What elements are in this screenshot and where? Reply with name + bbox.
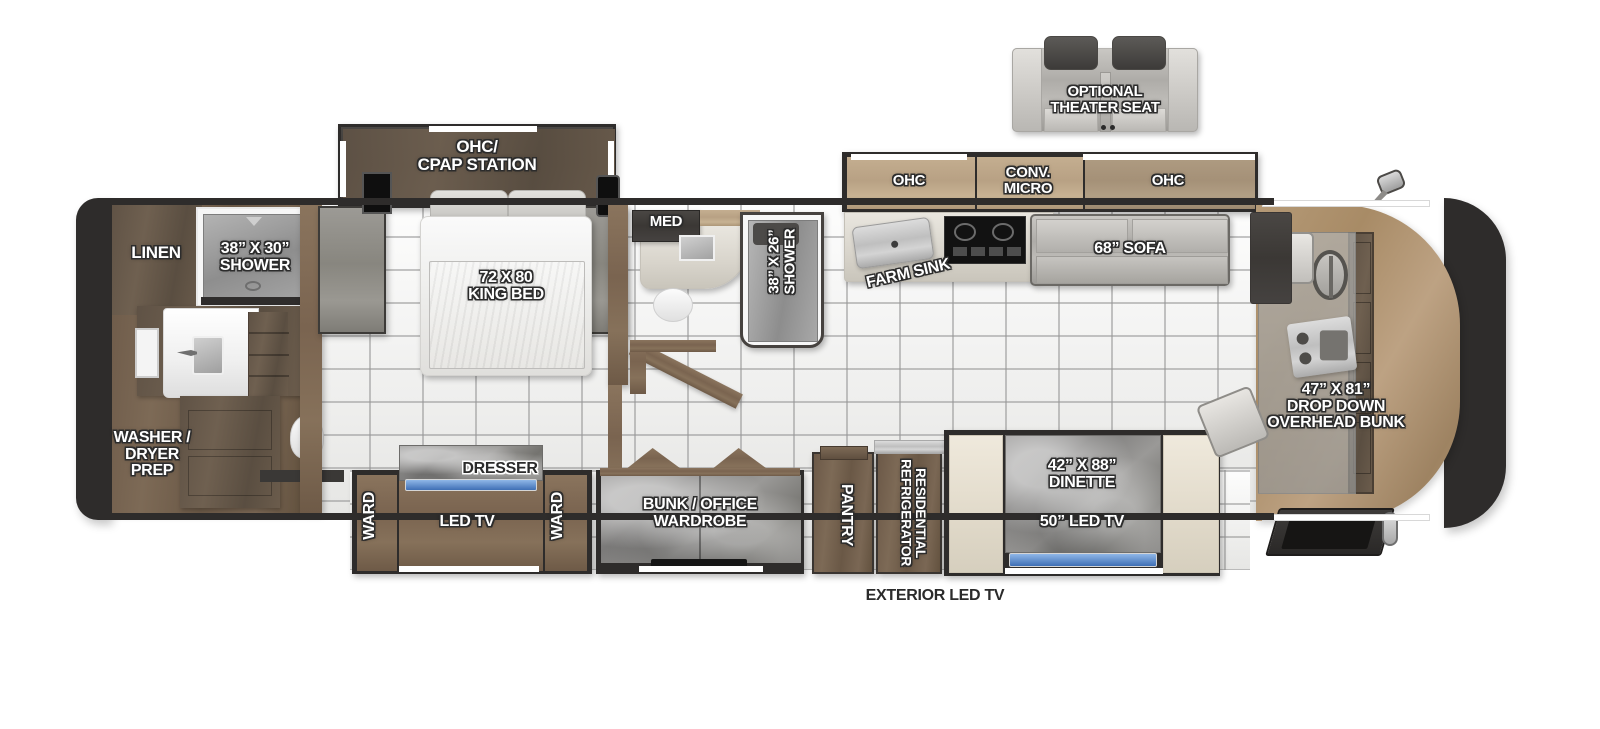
nightstand-left bbox=[318, 206, 386, 334]
vanity-faucet-icon bbox=[177, 350, 197, 356]
linen-cabinet bbox=[110, 205, 202, 315]
theater-seat-cushion-right bbox=[1112, 108, 1166, 132]
dinette-bench-left bbox=[949, 435, 1003, 573]
king-bed-coverlet bbox=[429, 261, 585, 369]
theater-seat-control-dot-right bbox=[1110, 125, 1115, 130]
lower-vanity-drawers bbox=[180, 396, 280, 508]
body-top-trim bbox=[104, 198, 1274, 205]
optional-theater-seat-inset: OPTIONAL THEATER SEAT bbox=[1000, 20, 1210, 132]
dinette-bottom-window bbox=[1005, 568, 1163, 574]
nightstand-left-tv bbox=[362, 172, 392, 214]
mid-bath-sink bbox=[679, 235, 715, 261]
cab-overhead-cabinet bbox=[1250, 212, 1292, 304]
dinette-led-tv-screen bbox=[1009, 553, 1157, 567]
galley-slideout-window-right bbox=[1083, 154, 1255, 160]
vanity-sink-basin bbox=[192, 336, 224, 375]
cab-window-bottom bbox=[1262, 514, 1430, 521]
med-cabinet bbox=[632, 210, 700, 242]
bunk-office-tv bbox=[651, 559, 747, 569]
dinette-bench-right bbox=[1163, 435, 1219, 573]
rear-shower-drain-icon bbox=[245, 281, 261, 291]
bunk-office-slideout bbox=[596, 470, 804, 574]
rear-left-trim bbox=[104, 198, 112, 520]
vanity-counter bbox=[163, 308, 259, 398]
theater-seat-control-dot-left bbox=[1101, 125, 1106, 130]
rear-shower bbox=[196, 207, 314, 307]
side-mirror-upper bbox=[1375, 167, 1407, 197]
bedroom-led-tv-screen bbox=[405, 479, 537, 491]
theater-seat-headrest-left bbox=[1044, 36, 1098, 70]
farm-sink-drain bbox=[890, 240, 899, 249]
dinette-table bbox=[1005, 435, 1161, 553]
vanity-drawer-stack bbox=[248, 312, 289, 396]
refrigerator-counter-top bbox=[874, 440, 952, 454]
theater-seat-headrest-right bbox=[1112, 36, 1166, 70]
mid-bath-toilet bbox=[653, 288, 693, 322]
vanity-mirror bbox=[135, 328, 159, 378]
ward-right-cabinet bbox=[545, 475, 587, 571]
bedroom-midbath-divider bbox=[608, 205, 628, 385]
bedroom-led-tv-cabinet bbox=[399, 475, 543, 571]
rear-shower-sill bbox=[201, 297, 311, 305]
mid-shower bbox=[740, 212, 824, 348]
sofa-back-cushion-right bbox=[1132, 219, 1228, 253]
cooktop bbox=[944, 216, 1026, 264]
exterior-led-tv-label: EXTERIOR LED TV bbox=[865, 587, 1005, 604]
bunk-office-bottom-window bbox=[639, 566, 763, 572]
cab-window-top bbox=[1262, 200, 1430, 207]
mid-shower-head-icon bbox=[753, 223, 799, 245]
hall-partition-angled-b bbox=[630, 340, 646, 394]
bedroom-bottom-slideout bbox=[352, 445, 592, 574]
sofa bbox=[1030, 214, 1230, 286]
bunk-shelf-rail bbox=[600, 468, 800, 476]
bath-bedroom-divider bbox=[300, 205, 322, 513]
theater-seat-cushion-left bbox=[1044, 108, 1098, 132]
king-bed bbox=[420, 216, 592, 376]
theater-seat-armrest-left bbox=[1012, 48, 1042, 132]
dashboard bbox=[1286, 315, 1358, 379]
dinette-slideout bbox=[944, 430, 1220, 576]
theater-seat-armrest-right bbox=[1168, 48, 1198, 132]
steering-wheel-icon bbox=[1312, 250, 1348, 300]
bedroom-slideout-window-top bbox=[429, 126, 537, 132]
sofa-seat-cushions bbox=[1036, 256, 1228, 284]
hall-partition-horizontal bbox=[630, 340, 716, 352]
galley-slideout-window-left bbox=[851, 154, 967, 160]
rear-shower-head-icon bbox=[246, 217, 262, 226]
dresser-countertop bbox=[399, 445, 543, 481]
theater-seat-armrest-center bbox=[1100, 72, 1111, 132]
body-bottom-trim bbox=[104, 513, 1274, 520]
bedroom-slideout-bottom-window bbox=[399, 566, 539, 572]
ward-left-cabinet bbox=[357, 475, 397, 571]
sofa-back-cushion-left bbox=[1036, 219, 1128, 253]
bedroom-slideout-window-left bbox=[340, 141, 346, 197]
bedroom-slideout-window-right bbox=[608, 141, 614, 197]
